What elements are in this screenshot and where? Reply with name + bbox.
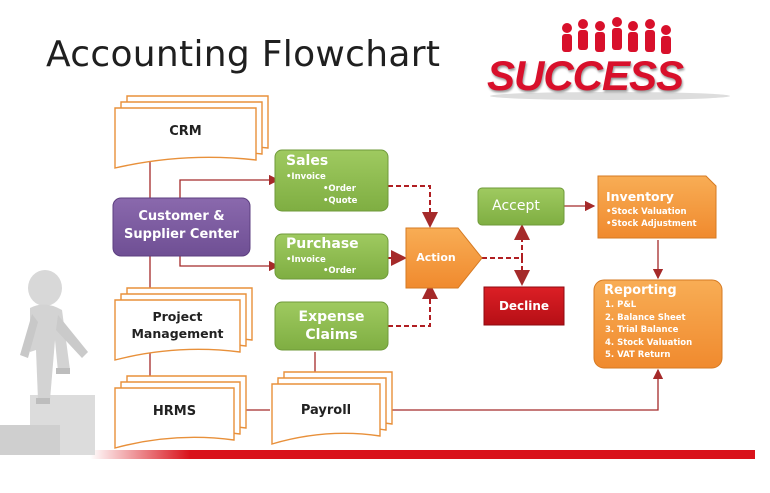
purchase-item-order: •Order bbox=[323, 266, 356, 276]
reporting-item-stock-valuation: 4. Stock Valuation bbox=[605, 338, 693, 348]
customer-supplier-center-box bbox=[112, 197, 251, 257]
expense-claims-line1: Expense bbox=[298, 309, 365, 325]
reporting-item-balance-sheet: 2. Balance Sheet bbox=[605, 313, 686, 323]
connectors bbox=[149, 158, 664, 411]
footer-bar bbox=[90, 450, 755, 459]
purchase-box bbox=[274, 233, 389, 280]
dashed-connectors bbox=[388, 185, 530, 327]
customer-supplier-line1: Customer & bbox=[138, 209, 225, 224]
purchase-title: Purchase bbox=[286, 236, 359, 252]
sales-item-quote: •Quote bbox=[323, 196, 358, 206]
sales-box bbox=[274, 149, 389, 212]
success-logo-figures bbox=[490, 17, 730, 100]
accept-label: Accept bbox=[492, 198, 540, 214]
payroll-document-shape bbox=[271, 371, 393, 445]
expense-claims-line2: Claims bbox=[305, 327, 358, 343]
reporting-item-pl: 1. P&L bbox=[605, 300, 637, 310]
hrms-label: HRMS bbox=[152, 404, 197, 419]
sales-item-invoice: •Invoice bbox=[286, 172, 326, 182]
expense-claims-label: Expense Claims bbox=[275, 308, 388, 344]
decline-box bbox=[483, 286, 565, 326]
hrms-document-shape bbox=[114, 375, 247, 449]
reporting-item-vat-return: 5. VAT Return bbox=[605, 350, 671, 360]
crm-document-shape bbox=[114, 95, 269, 169]
page-title: Accounting Flowchart bbox=[46, 34, 441, 75]
inventory-item-stock-valuation: •Stock Valuation bbox=[606, 207, 687, 217]
sales-item-order: •Order bbox=[323, 184, 356, 194]
sales-title: Sales bbox=[286, 153, 329, 169]
reporting-title: Reporting bbox=[604, 283, 677, 298]
reporting-item-trial-balance: 3. Trial Balance bbox=[605, 325, 679, 335]
project-management-document-shape bbox=[114, 287, 253, 361]
expense-claims-box bbox=[274, 301, 389, 351]
purchase-item-invoice: •Invoice bbox=[286, 255, 326, 265]
inventory-title: Inventory bbox=[606, 189, 674, 204]
action-label: Action bbox=[416, 251, 456, 264]
success-logo-text: SUCCESS bbox=[487, 52, 684, 99]
project-management-line1: Project bbox=[152, 309, 203, 324]
inventory-item-stock-adjustment: •Stock Adjustment bbox=[606, 219, 697, 229]
figure-illustration bbox=[0, 270, 95, 455]
project-management-line2: Management bbox=[131, 326, 224, 341]
customer-supplier-line2: Supplier Center bbox=[124, 227, 239, 242]
crm-label: CRM bbox=[169, 124, 202, 139]
decline-label: Decline bbox=[498, 299, 550, 313]
action-shape bbox=[405, 227, 483, 289]
payroll-label: Payroll bbox=[300, 403, 352, 418]
accept-box bbox=[477, 187, 565, 226]
customer-supplier-center-label: Customer & Supplier Center bbox=[113, 208, 250, 244]
reporting-box bbox=[593, 279, 723, 369]
inventory-box bbox=[597, 175, 717, 239]
project-management-label: Project Management bbox=[115, 308, 240, 342]
